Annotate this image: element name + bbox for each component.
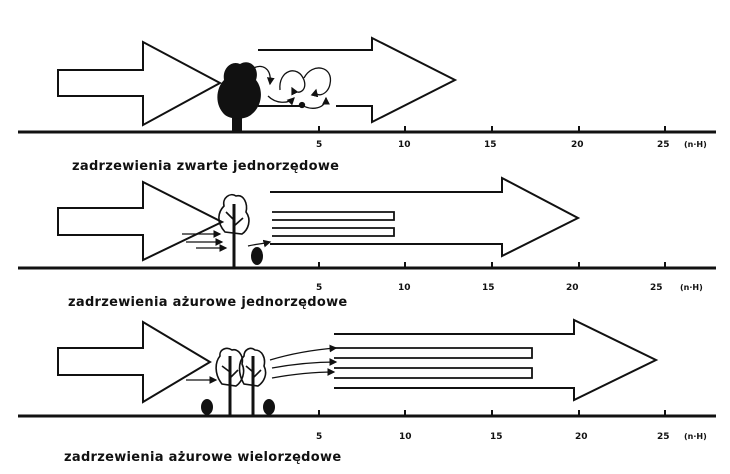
tick-label: 20 [575,432,588,442]
shrub-icon [263,399,275,415]
tick-label: 5 [316,140,322,150]
tick-label: 25 [657,432,670,442]
unit-label: (n·H) [684,432,707,441]
open-tree-icon [216,348,243,416]
inner-flow-bars [334,348,532,378]
panel-2-caption: zadrzewienia ażurowe jednorzędowe [68,295,348,310]
tick-label: 20 [566,283,579,293]
unit-label: (n·H) [680,283,703,292]
turbulence-eddies [250,66,330,108]
outgoing-wind-arrow [334,320,656,400]
tick-label: 5 [316,432,322,442]
outgoing-wind-arrow [258,38,455,122]
unit-label: (n·H) [684,140,707,149]
incoming-wind-arrow [58,322,210,402]
tick-label: 10 [399,432,412,442]
tick-label: 15 [484,140,497,150]
tick-label: 10 [398,283,411,293]
open-tree-icon [240,348,266,416]
outgoing-wind-arrow [270,178,578,256]
open-tree-icon [219,195,249,268]
dense-tree-icon [217,62,261,132]
tick-label: 25 [650,283,663,293]
panel-1: 5 10 15 20 25 (n·H) [18,38,716,150]
tick-label: 10 [398,140,411,150]
inner-flow-bars [272,212,394,236]
tick-label: 15 [482,283,495,293]
shrub-icon [201,399,213,415]
panel-3-caption: zadrzewienia ażurowe wielorzędowe [64,450,341,465]
shrub-icon [251,247,263,265]
tick-label: 20 [571,140,584,150]
tick-label: 5 [316,283,322,293]
tick-label: 25 [657,140,670,150]
panel-2: 5 10 15 20 25 (n·H) [18,178,716,293]
incoming-wind-arrow [58,42,220,125]
tick-label: 15 [490,432,503,442]
wind-through-arrows [182,234,270,248]
panel-1-caption: zadrzewienia zwarte jednorzędowe [72,159,339,174]
panel-3: 5 10 15 20 25 (n·H) [18,320,716,442]
